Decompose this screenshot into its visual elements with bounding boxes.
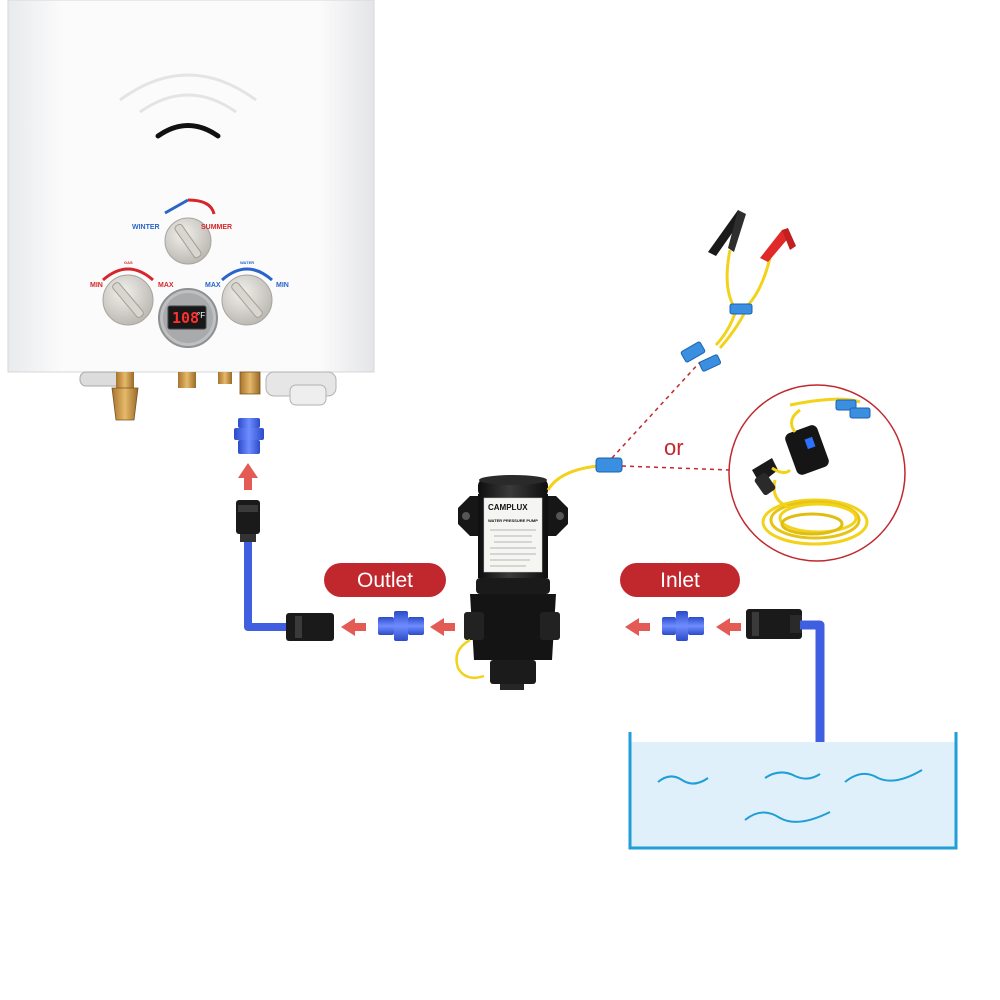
clamp-connector[interactable]	[729, 303, 753, 315]
gas-arc-label: GAS	[124, 260, 133, 265]
heater-fittings	[79, 371, 337, 421]
flow-arrows	[238, 463, 741, 636]
outlet-quick-connector[interactable]	[286, 613, 334, 641]
gas-dial[interactable]: MIN MAX GAS	[90, 260, 174, 326]
option-leader-lines	[611, 361, 731, 471]
wave-icon	[744, 811, 831, 823]
or-label: or	[664, 435, 684, 460]
water-min-label: MIN	[276, 282, 289, 289]
inlet-hose	[800, 620, 825, 792]
summer-label: SUMMER	[201, 224, 232, 231]
flow-arrow-icon	[625, 618, 650, 636]
heater-inlet-connector[interactable]	[234, 418, 264, 454]
display-unit: °F	[197, 311, 205, 320]
pump-brand: CAMPLUX	[488, 503, 528, 512]
inlet-label-pill: Inlet	[620, 563, 740, 597]
outlet-blue-fitting[interactable]	[378, 611, 424, 641]
clamp-plug-2[interactable]	[698, 354, 722, 372]
flame-window	[155, 123, 221, 139]
wave-icon	[764, 771, 821, 780]
wave-icon	[657, 775, 709, 785]
display-value: 108	[172, 309, 199, 327]
outlet-label: Outlet	[357, 569, 413, 592]
water-tank	[628, 732, 958, 850]
inlet-label: Inlet	[660, 569, 700, 592]
battery-clamp-option	[680, 210, 796, 372]
switch-connector-2[interactable]	[849, 407, 871, 419]
water-heater: WINTER SUMMER MIN MAX GAS MAX MIN WATER …	[7, 0, 375, 421]
outlet-label-pill: Outlet	[324, 563, 446, 597]
switch-connector[interactable]	[835, 399, 857, 411]
season-dial[interactable]: WINTER SUMMER	[132, 198, 232, 265]
flow-arrow-icon	[716, 618, 741, 636]
flow-arrow-icon	[341, 618, 366, 636]
outlet-hose	[244, 530, 288, 631]
car-plug-icon	[752, 458, 778, 496]
cable-connector[interactable]	[595, 457, 623, 473]
inlet-quick-connector[interactable]	[746, 609, 802, 639]
wave-icon	[844, 769, 923, 783]
water-fill	[630, 742, 956, 848]
water-dial[interactable]: MAX MIN WATER	[205, 260, 289, 326]
vertical-quick-connector[interactable]	[236, 500, 260, 542]
clamp-plug[interactable]	[680, 341, 706, 363]
coiled-cable	[761, 479, 869, 546]
alligator-clamp-icon	[760, 228, 796, 262]
gas-max-label: MAX	[158, 282, 174, 289]
tank-outline	[628, 732, 958, 850]
inline-switch[interactable]	[784, 424, 831, 477]
pump-title: WATER PRESSURE PUMP	[488, 518, 538, 523]
alligator-clamp-icon	[708, 210, 746, 256]
power-cable	[546, 457, 623, 491]
water-pressure-pump[interactable]: CAMPLUX WATER PRESSURE PUMP	[455, 475, 569, 690]
gas-min-label: MIN	[90, 282, 103, 289]
vent-arc-outer	[119, 73, 257, 102]
water-max-label: MAX	[205, 282, 221, 289]
car-plug-option	[728, 384, 906, 562]
flow-arrow-icon	[238, 463, 258, 490]
vent-arc-inner	[139, 93, 237, 114]
winter-label: WINTER	[132, 224, 160, 231]
flow-arrow-icon	[430, 618, 455, 636]
water-arc-label: WATER	[240, 260, 254, 265]
inlet-blue-fitting[interactable]	[662, 611, 704, 641]
temperature-display: 108 °F	[158, 288, 218, 348]
